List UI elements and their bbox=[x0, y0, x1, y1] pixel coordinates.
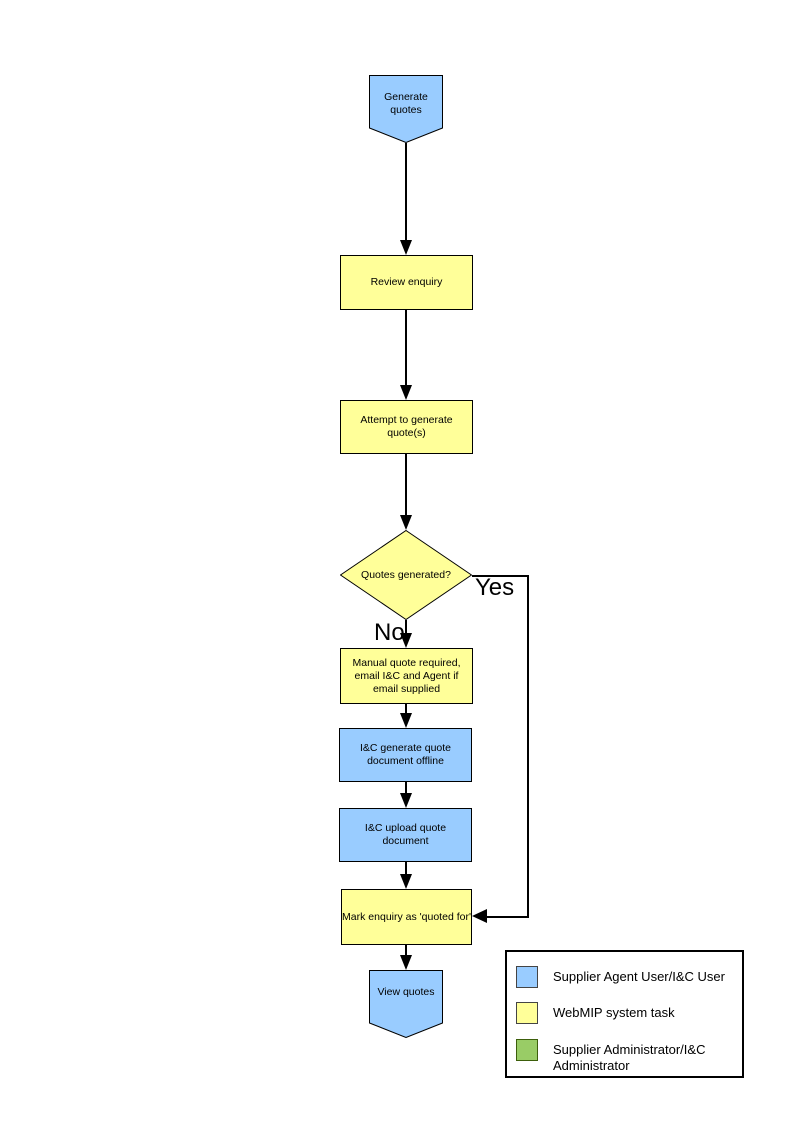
legend-box: Supplier Agent User/I&C User WebMIP syst… bbox=[505, 950, 744, 1078]
arrowhead-down-icon bbox=[400, 385, 412, 400]
connector-line bbox=[472, 575, 529, 577]
node-label: Attempt to generate quote(s) bbox=[360, 414, 453, 439]
connector-line bbox=[527, 575, 529, 918]
arrowhead-down-icon bbox=[400, 240, 412, 255]
arrowhead-down-icon bbox=[400, 955, 412, 970]
connector-line bbox=[405, 143, 407, 240]
node-label: Quotes generated? bbox=[361, 568, 451, 581]
connector-line bbox=[405, 620, 407, 633]
off-page-connector-shape bbox=[369, 970, 443, 1038]
node-label: View quotes bbox=[377, 986, 435, 998]
connector-line bbox=[405, 945, 407, 955]
flow-node-generate-offline: I&C generate quote document offline bbox=[339, 728, 472, 782]
legend-label: Supplier Agent User/I&C User bbox=[553, 969, 725, 984]
connector-line bbox=[405, 862, 407, 874]
flow-node-quotes-generated-decision: Quotes generated? bbox=[340, 530, 472, 620]
connector-line bbox=[405, 782, 407, 793]
flow-node-upload-quote: I&C upload quote document bbox=[339, 808, 472, 862]
branch-label-no: No bbox=[374, 619, 405, 646]
legend-swatch-green bbox=[516, 1039, 538, 1061]
off-page-connector-shape bbox=[369, 75, 443, 143]
arrowhead-down-icon bbox=[400, 515, 412, 530]
node-label: Generate quotes bbox=[384, 91, 428, 116]
legend-item-system: WebMIP system task bbox=[516, 1002, 733, 1024]
legend-swatch-yellow bbox=[516, 1002, 538, 1024]
connector-line bbox=[487, 916, 529, 918]
arrowhead-down-icon bbox=[400, 713, 412, 728]
legend-label: WebMIP system task bbox=[553, 1005, 675, 1020]
branch-label-yes: Yes bbox=[475, 574, 515, 601]
flow-node-review-enquiry: Review enquiry bbox=[340, 255, 473, 310]
legend-swatch-blue bbox=[516, 966, 538, 988]
decision-diamond-shape bbox=[340, 530, 472, 620]
node-label: Manual quote required, email I&C and Age… bbox=[352, 656, 461, 695]
node-label: I&C upload quote document bbox=[364, 822, 447, 847]
flow-node-view-quotes: View quotes bbox=[369, 970, 443, 1038]
connector-line bbox=[405, 310, 407, 385]
legend-label: Supplier Administrator/I&C Administrator bbox=[553, 1042, 706, 1073]
arrowhead-down-icon bbox=[400, 633, 412, 648]
flow-node-mark-quoted: Mark enquiry as 'quoted for' bbox=[341, 889, 472, 945]
node-label: Mark enquiry as 'quoted for' bbox=[342, 910, 471, 923]
arrowhead-left-icon bbox=[472, 909, 487, 923]
arrowhead-down-icon bbox=[400, 793, 412, 808]
flow-node-generate-quotes: Generate quotes bbox=[369, 75, 443, 143]
legend-item-admin: Supplier Administrator/I&C Administrator bbox=[516, 1039, 733, 1074]
node-label: Review enquiry bbox=[370, 276, 443, 288]
node-label: I&C generate quote document offline bbox=[359, 742, 452, 767]
connector-line bbox=[405, 454, 407, 515]
arrowhead-down-icon bbox=[400, 874, 412, 889]
flow-node-manual-quote: Manual quote required, email I&C and Age… bbox=[340, 648, 473, 704]
connector-line bbox=[405, 704, 407, 713]
flow-node-attempt-generate: Attempt to generate quote(s) bbox=[340, 400, 473, 454]
legend-item-user: Supplier Agent User/I&C User bbox=[516, 966, 733, 988]
